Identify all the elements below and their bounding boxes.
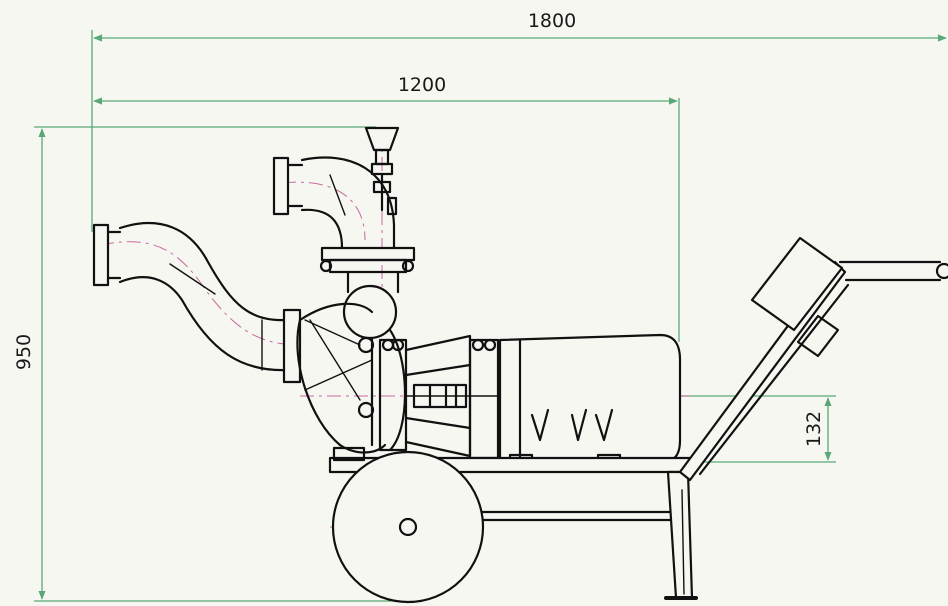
suction-pipe xyxy=(92,221,302,384)
electric-motor xyxy=(498,333,682,465)
towing-handle xyxy=(678,236,948,482)
volute-top xyxy=(342,284,398,340)
upper-pipe-centerline xyxy=(281,181,366,241)
machine-outline xyxy=(92,126,948,604)
dimension-label-1200: 1200 xyxy=(398,74,446,96)
suction-inlet-flange xyxy=(282,308,302,384)
handle-end-eye xyxy=(935,262,948,280)
dimension-label-1800: 1800 xyxy=(528,10,576,32)
discharge-pipe xyxy=(272,156,416,294)
suction-flange xyxy=(92,223,110,287)
dimension-label-132: 132 xyxy=(803,411,825,447)
riser-flange xyxy=(320,246,416,262)
support-leg xyxy=(664,470,698,600)
control-box xyxy=(750,236,844,332)
wheel-rim xyxy=(331,450,485,604)
suction-pipe-centerline xyxy=(99,241,301,346)
pump-casing xyxy=(296,284,407,454)
dimension-label-950: 950 xyxy=(13,334,35,370)
wheel xyxy=(331,450,485,604)
bearing-bracket xyxy=(378,334,501,460)
discharge-flange xyxy=(272,156,290,216)
wheel-hub xyxy=(398,517,418,537)
priming-funnel xyxy=(364,126,400,216)
motor-body xyxy=(498,333,682,464)
